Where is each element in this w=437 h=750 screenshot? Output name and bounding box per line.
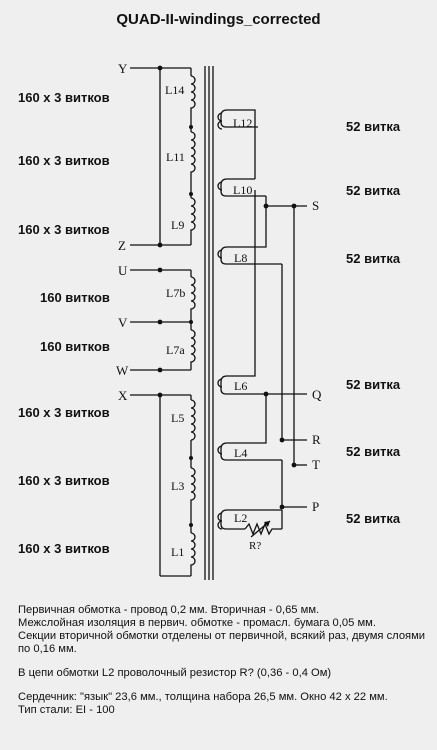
coil-label-l14: L14 [165,83,184,97]
notes-block: Первичная обмотка - провод 0,2 мм. Втори… [18,604,428,717]
dot-r [279,437,285,443]
terminal-w: W [116,363,129,378]
coil-label-l6: L6 [234,379,247,393]
terminal-z: Z [118,238,126,253]
coil-l4 [217,445,223,455]
winding-label-l8: 52 витка [346,251,401,266]
dot-w [157,367,163,373]
coil-label-l10: L10 [233,183,252,197]
coil-l6 [217,378,223,388]
coil-l9 [190,197,196,236]
dot-l14-l11 [189,125,193,129]
dot-s [263,203,269,209]
coil-l5 [190,399,196,441]
terminal-u: U [118,263,128,278]
terminal-x: X [118,388,128,403]
winding-label-l4: 52 витка [346,444,401,459]
winding-label-l2: 52 витка [346,511,401,526]
coil-label-l8: L8 [234,251,247,265]
dot-t [291,462,297,468]
dot-s2 [291,203,297,209]
coil-label-l7a: L7a [166,343,185,357]
note-resistor: В цепи обмотки L2 проволочный резистор R… [18,667,332,679]
dot-x [157,392,163,398]
coil-l3 [190,467,196,505]
winding-label-l11: 160 х 3 витков [18,153,110,168]
coil-label-l4: L4 [234,446,247,460]
transformer-schematic: Y Z U V W X S Q R T P L14 L11 L9 L7b L7a… [116,61,322,580]
dot-l5-l3 [189,456,193,460]
coil-l11 [190,131,196,178]
coil-label-l2: L2 [234,511,247,525]
dot-l3-l1 [189,523,193,527]
dot-u [157,267,163,273]
winding-label-l6: 52 витка [346,377,401,392]
coil-l1 [190,532,196,570]
coil-label-l11: L11 [166,150,185,164]
loop-l2 [220,509,282,530]
coil-label-l1: L1 [171,545,184,559]
loop-l6 [220,190,266,395]
resistor-label: R? [249,540,261,552]
dot-q [263,391,269,397]
terminal-t: T [312,457,320,472]
winding-label-l10: 52 витка [346,183,401,198]
winding-label-l9: 160 х 3 витков [18,222,110,237]
terminal-q: Q [312,387,322,402]
coil-l8 [217,249,223,259]
winding-label-l12: 52 витка [346,119,401,134]
note-steel: Тип стали: EI - 100 [18,704,115,716]
coil-label-l12: L12 [233,116,252,130]
dot-v-inner [189,320,193,324]
diagram-title: QUAD-II-windings_corrected [116,11,321,28]
dot-p [279,504,285,510]
coil-l14 [190,75,196,112]
dot-v [157,319,163,325]
coil-l2 [217,512,223,530]
coil-l10 [217,181,223,191]
terminal-v: V [118,315,128,330]
resistor-r [244,522,282,536]
note-insulation: Межслойная изоляция в первич. обмотке - … [18,617,376,629]
winding-label-l7a: 160 витков [40,339,110,354]
coil-l12 [217,112,223,130]
coil-l7b [190,276,196,314]
resistor-arrow-head [264,521,270,527]
loop-l10 [220,178,266,197]
terminal-y: Y [118,61,128,76]
winding-label-l7b: 160 витков [40,290,110,305]
winding-label-l3: 160 х 3 витков [18,473,110,488]
winding-label-l14: 160 х 3 витков [18,90,110,105]
dot-z [157,242,163,248]
note-core: Сердечник: "язык" 23,6 мм., толщина набо… [18,691,388,703]
terminal-r: R [312,432,321,447]
coil-label-l7b: L7b [166,286,185,300]
coil-label-l5: L5 [171,411,184,425]
winding-label-l5: 160 х 3 витков [18,405,110,420]
note-wire: Первичная обмотка - провод 0,2 мм. Втори… [18,604,320,616]
note-sections: Секции вторичной обмотки отделены от пер… [18,630,426,655]
loop-l8 [220,206,282,265]
terminal-s: S [312,198,319,213]
dot-y [157,65,163,71]
terminal-p: P [312,499,319,514]
loop-l4 [220,394,282,461]
dot-l11-l9 [189,192,193,196]
coil-l7a [190,329,196,363]
loop-l12 [220,109,258,150]
winding-label-l1: 160 х 3 витков [18,541,110,556]
coil-label-l3: L3 [171,479,184,493]
coil-label-l9: L9 [171,218,184,232]
